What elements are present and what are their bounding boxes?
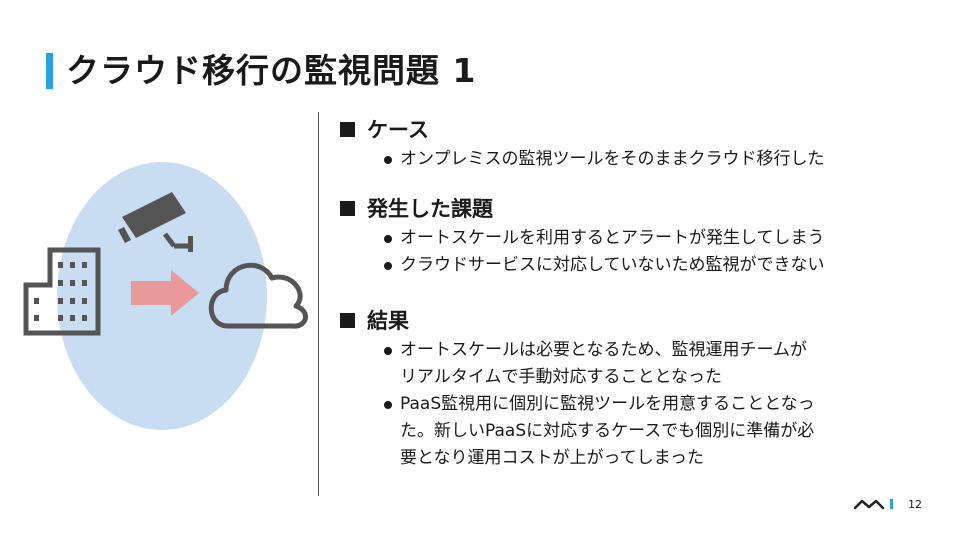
page-number: 12: [908, 498, 922, 511]
section-heading: 結果: [340, 305, 940, 337]
title-accent-bar: [46, 53, 53, 89]
list-item: PaaS監視用に個別に監視ツールを用意することとなっ た。新しいPaaSに対応す…: [384, 391, 940, 472]
section-heading-text: 結果: [367, 309, 409, 333]
section-case: ケース オンプレミスの監視ツールをそのままクラウド移行した: [340, 114, 940, 173]
arrow-right-icon: [131, 270, 199, 316]
slide-title: クラウド移行の監視問題 1: [66, 51, 477, 90]
cloud-icon: [208, 262, 308, 329]
square-bullet-icon: [340, 122, 355, 137]
bullet-list: オンプレミスの監視ツールをそのままクラウド移行した: [340, 146, 940, 173]
content-panel: ケース オンプレミスの監視ツールをそのままクラウド移行した 発生した課題 オート…: [340, 114, 940, 492]
list-item: オートスケールを利用するとアラートが発生してしまう: [384, 225, 940, 252]
square-bullet-icon: [340, 201, 355, 216]
section-heading: ケース: [340, 114, 940, 146]
bullet-list: オートスケールは必要となるため、監視運用チームが リアルタイムで手動対応すること…: [340, 337, 940, 472]
section-heading-text: 発生した課題: [367, 197, 493, 221]
list-item: オンプレミスの監視ツールをそのままクラウド移行した: [384, 146, 940, 173]
brand-logo-icon: [853, 499, 893, 510]
square-bullet-icon: [340, 313, 355, 328]
vertical-divider: [318, 112, 319, 496]
migration-illustration: [23, 162, 308, 430]
building-icon: [23, 247, 101, 336]
security-camera-icon: [118, 192, 193, 252]
list-item: クラウドサービスに対応していないため監視ができない: [384, 252, 940, 279]
section-result: 結果 オートスケールは必要となるため、監視運用チームが リアルタイムで手動対応す…: [340, 305, 940, 472]
bullet-list: オートスケールを利用するとアラートが発生してしまう クラウドサービスに対応してい…: [340, 225, 940, 279]
list-item: オートスケールは必要となるため、監視運用チームが リアルタイムで手動対応すること…: [384, 337, 940, 391]
section-heading-text: ケース: [367, 118, 429, 142]
section-issues: 発生した課題 オートスケールを利用するとアラートが発生してしまう クラウドサービ…: [340, 193, 940, 279]
section-heading: 発生した課題: [340, 193, 940, 225]
